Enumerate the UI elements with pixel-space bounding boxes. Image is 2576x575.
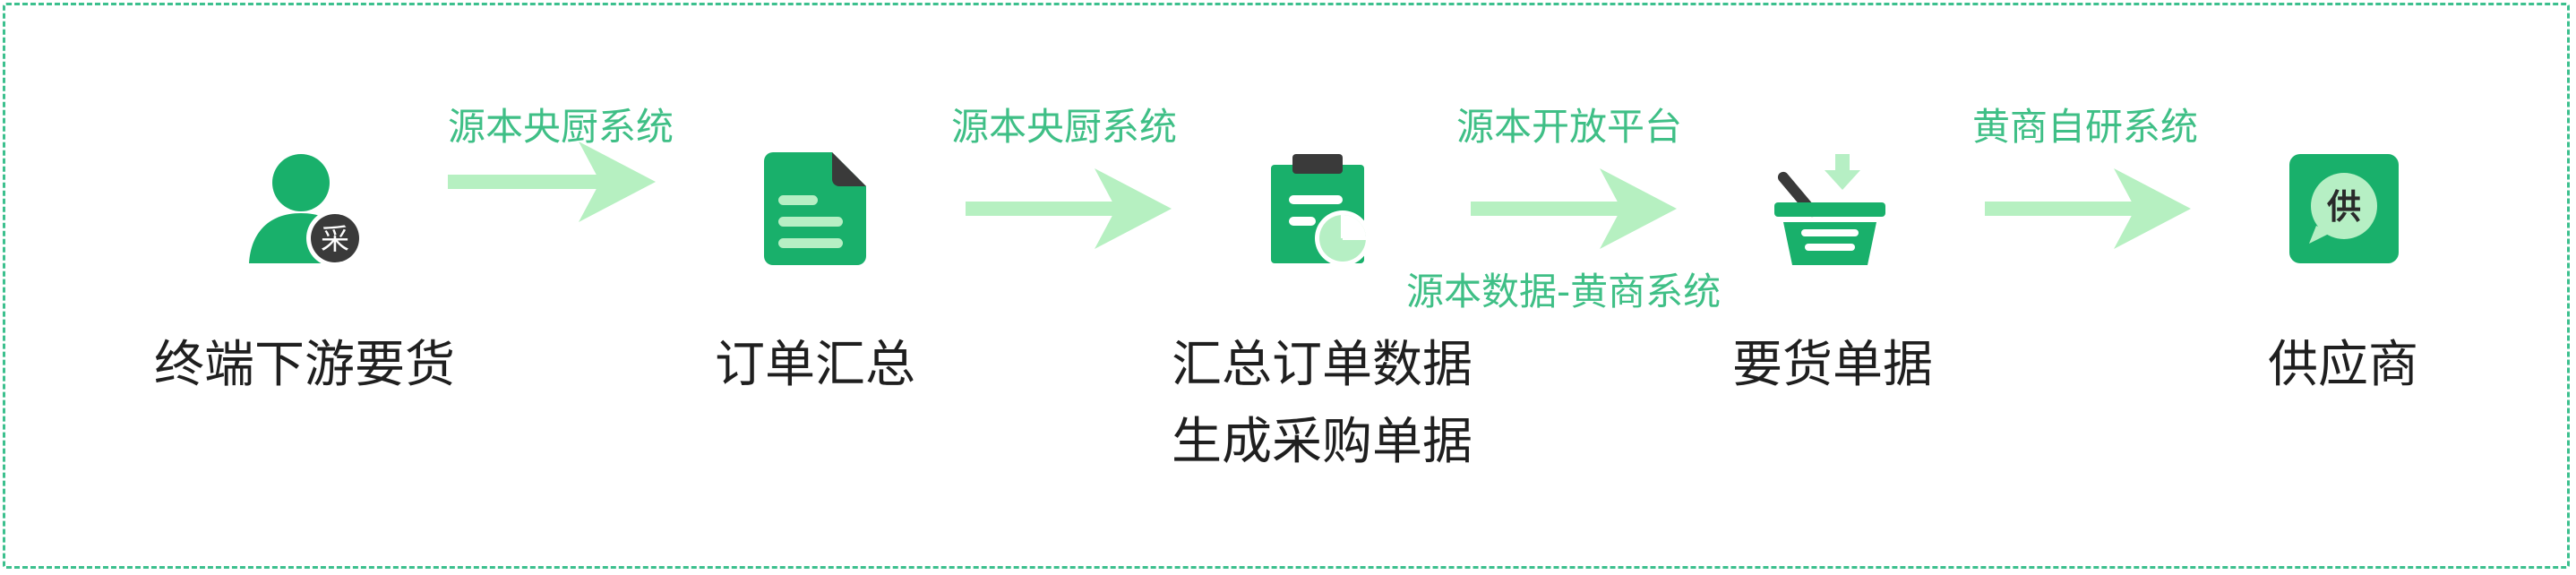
badge-cai: 采 xyxy=(321,222,349,256)
node-label-downstream: 终端下游要货 xyxy=(154,336,455,394)
shopping-basket-icon xyxy=(1774,154,1885,265)
document-icon xyxy=(764,152,866,265)
node-label-supplier: 供应商 xyxy=(2268,336,2418,394)
edge-label-4: 黄商自研系统 xyxy=(1972,105,2199,149)
node-label-order-docs: 要货单据 xyxy=(1732,336,1933,394)
arrow-4 xyxy=(1985,168,2191,249)
edge-label-3-bottom: 源本数据-黄商系统 xyxy=(1406,270,1722,313)
node-label-order-summary: 订单汇总 xyxy=(715,336,915,394)
edge-label-3-top: 源本开放平台 xyxy=(1456,105,1683,149)
badge-gong: 供 xyxy=(2327,187,2361,227)
node-label-aggregate-line2: 生成采购单据 xyxy=(1172,413,1473,471)
arrow-3 xyxy=(1471,168,1677,249)
arrow-2 xyxy=(966,168,1172,249)
diagram-frame xyxy=(3,3,2570,569)
clipboard-chart-icon xyxy=(1271,154,1370,265)
node-label-aggregate-line1: 汇总订单数据 xyxy=(1172,336,1473,394)
supplier-chat-icon: 供 xyxy=(2289,154,2399,263)
user-procure-icon: 采 xyxy=(249,154,364,265)
edge-label-1: 源本央厨系统 xyxy=(448,105,674,149)
edge-label-2: 源本央厨系统 xyxy=(951,105,1178,149)
arrow-1 xyxy=(448,142,656,222)
